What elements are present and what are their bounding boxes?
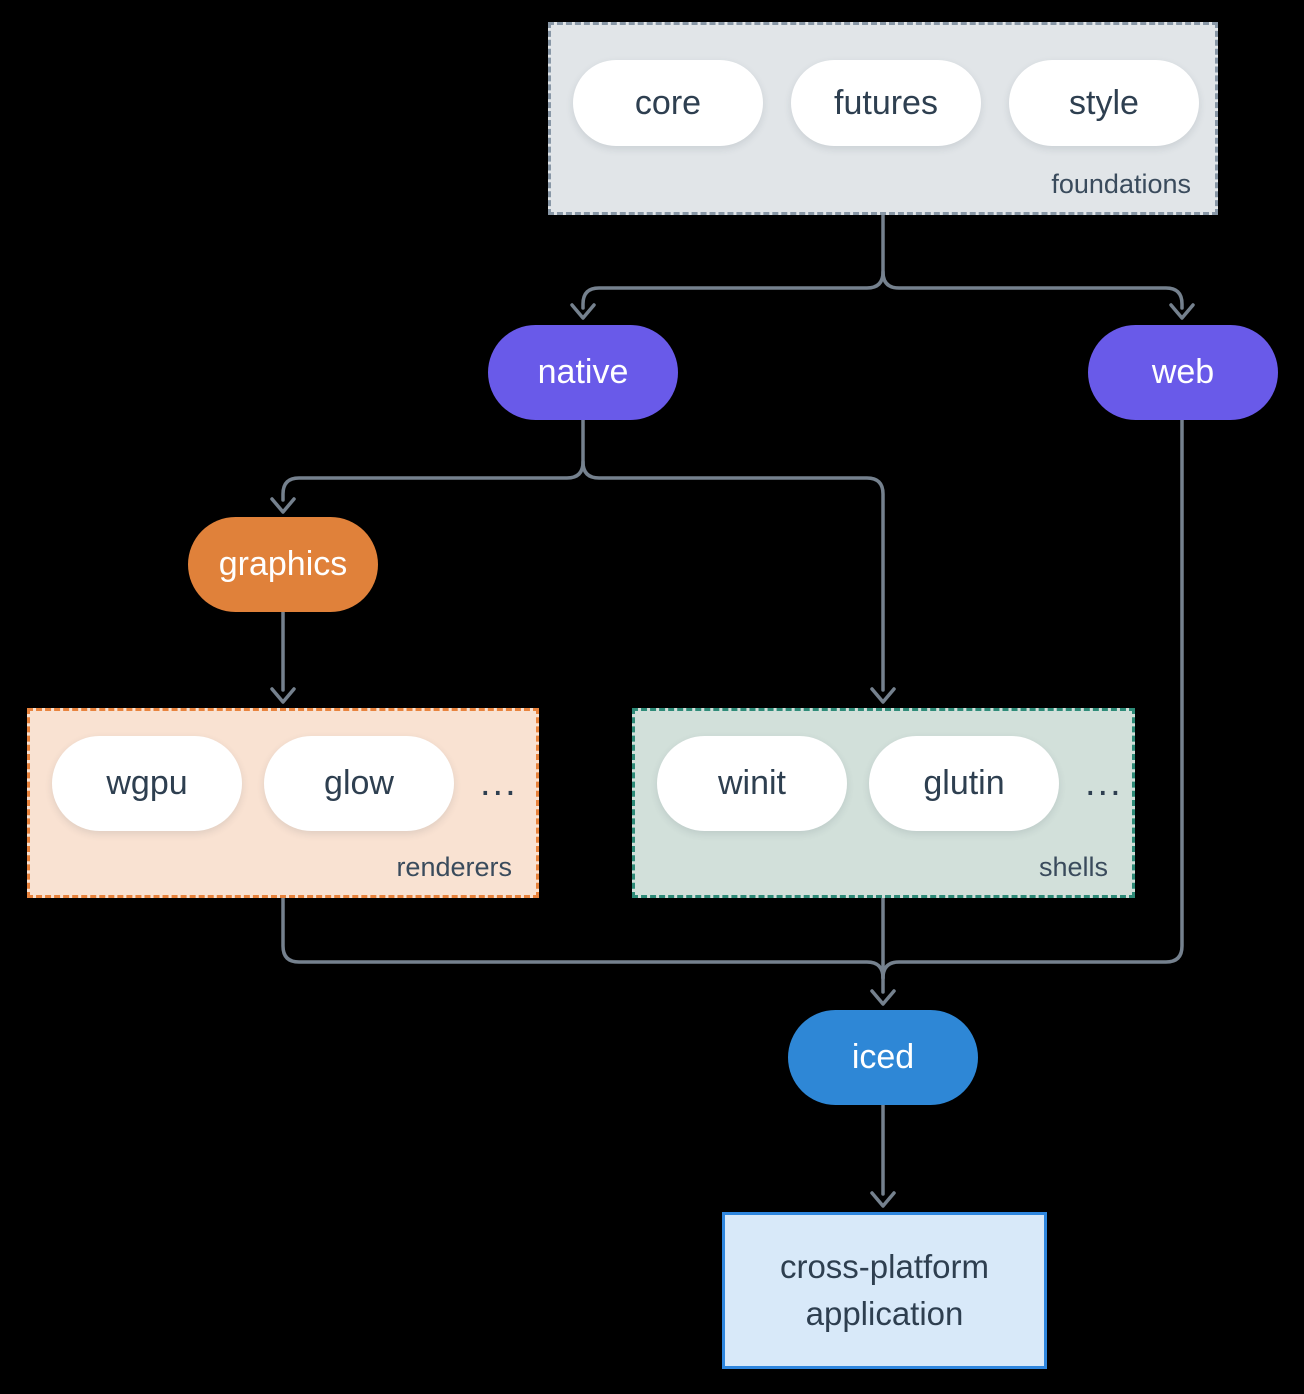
group-label-shells: shells [1038,852,1108,882]
node-style: style [1009,60,1199,146]
node-wgpu: wgpu [52,736,242,831]
arrowhead-iced [870,989,896,1006]
edge-native-shells [581,460,885,692]
group-foundations: core futures style foundations [548,22,1218,215]
group-renderers: wgpu glow ... renderers [27,708,539,898]
renderers-ellipsis: ... [480,762,518,804]
node-core: core [573,60,763,146]
arrowhead-renderers [270,687,296,704]
node-web: web [1088,325,1278,420]
node-winit: winit [657,736,847,831]
group-label-foundations: foundations [1051,169,1191,199]
node-glow: glow [264,736,454,831]
application-label-line1: cross-platform [779,1247,990,1285]
node-native: native [488,325,678,420]
shells-ellipsis: ... [1085,762,1123,804]
edge-foundations-web [881,270,1184,310]
node-glutin: glutin [869,736,1059,831]
arrowhead-native [570,303,596,320]
edge-renderers-iced [281,896,885,980]
arrowhead-shells [870,687,896,704]
arrowhead-application [870,1191,896,1208]
node-application: cross-platform application [722,1212,1047,1369]
edge-foundations-native [581,213,885,310]
edge-native-graphics [281,418,585,502]
arrowhead-web [1169,303,1195,320]
edge-web-iced [881,418,1184,980]
group-shells: winit glutin ... shells [632,708,1135,898]
node-iced: iced [788,1010,978,1105]
node-graphics: graphics [188,517,378,612]
arrowhead-graphics [270,497,296,514]
node-futures: futures [791,60,981,146]
application-label-line2: application [805,1294,964,1332]
group-label-renderers: renderers [396,852,512,882]
